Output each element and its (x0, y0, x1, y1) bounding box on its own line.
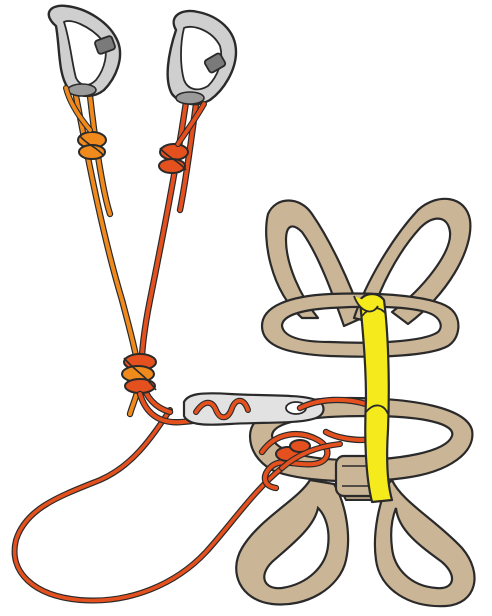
left-arm-knot (78, 132, 106, 159)
left-carabiner (49, 6, 120, 96)
right-arm-knot (159, 144, 188, 173)
lanyard-junction-knot (122, 354, 156, 393)
right-carabiner (168, 11, 236, 104)
